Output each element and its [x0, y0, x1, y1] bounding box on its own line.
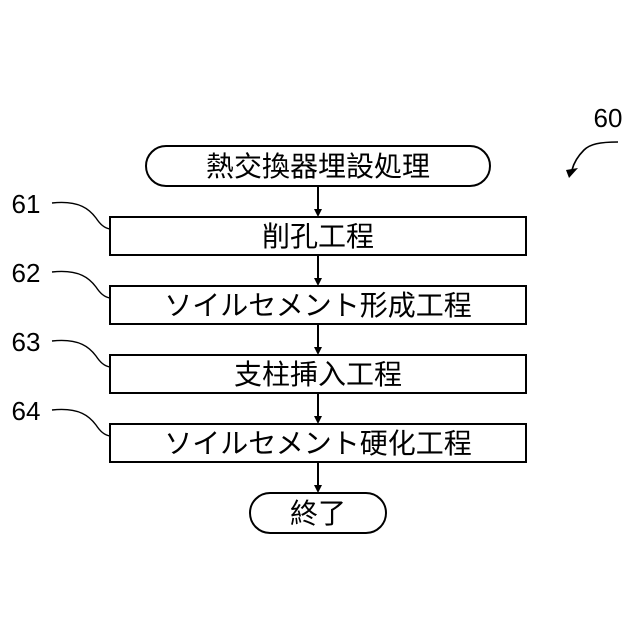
process-step-1-ref: 61 [12, 189, 41, 219]
figure-ref-arrowhead [566, 168, 578, 178]
process-step-4-ref: 64 [12, 396, 41, 426]
process-step-4-leader [52, 409, 110, 436]
process-step-1-label: 削孔工程 [262, 220, 374, 253]
process-step-2-leader [52, 271, 110, 298]
process-step-3-label: 支柱挿入工程 [234, 358, 402, 391]
figure-ref-label: 60 [594, 103, 623, 133]
process-step-3-leader [52, 340, 110, 367]
process-step-1-leader [52, 202, 110, 229]
process-step-3-ref: 63 [12, 327, 41, 357]
process-step-2-ref: 62 [12, 258, 41, 288]
process-step-2-label: ソイルセメント形成工程 [164, 289, 471, 322]
figure-ref-leader [572, 142, 618, 170]
process-step-4-label: ソイルセメント硬化工程 [164, 427, 471, 460]
end-terminal-label: 終了 [290, 497, 346, 530]
start-terminal-label: 熱交換器埋設処理 [206, 150, 430, 183]
